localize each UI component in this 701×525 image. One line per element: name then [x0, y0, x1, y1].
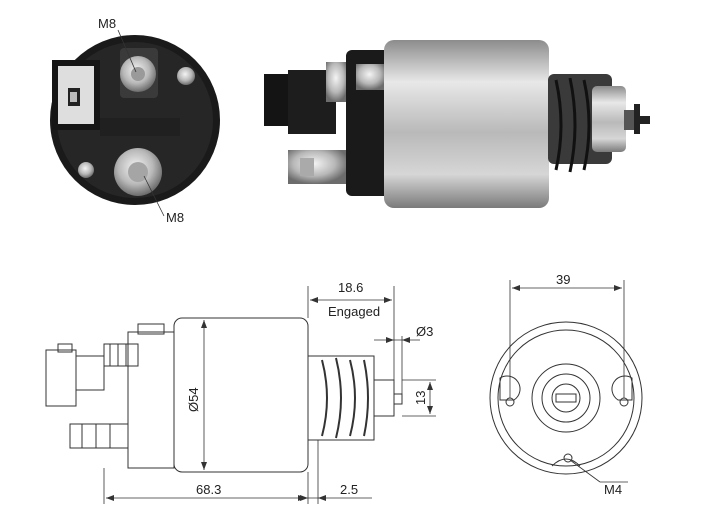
end-hole-right	[619, 397, 629, 407]
drawing-upper-stud	[103, 343, 139, 367]
plunger	[592, 86, 626, 152]
photo-rear-view: M8 M8	[50, 16, 220, 225]
label-flange: 2.5	[340, 482, 358, 497]
label-engaged: Engaged	[328, 304, 380, 319]
drawing-spring	[321, 357, 369, 439]
upper-stud-nut	[326, 62, 348, 102]
return-spring	[554, 77, 591, 173]
label-m8-top: M8	[98, 16, 116, 31]
leader-m8-bottom	[143, 175, 165, 217]
drawing-side-view	[45, 286, 436, 504]
lower-stud-nut	[288, 150, 346, 184]
leader-m8-top	[117, 29, 137, 73]
end-hole-left	[505, 397, 515, 407]
leader-m4	[569, 459, 601, 483]
label-bolt-spacing: 39	[556, 272, 570, 287]
drawing-end-view	[489, 280, 643, 483]
label-pin-length: 13	[413, 391, 428, 405]
label-overall-length: 68.3	[196, 482, 221, 497]
label-body-dia: Ø54	[186, 387, 201, 412]
drawing-cap	[127, 331, 175, 469]
drawing-lower-stud	[69, 423, 129, 449]
end-hole-m4	[563, 453, 573, 463]
end-outer-circle	[489, 321, 643, 475]
end-slot	[555, 393, 577, 403]
label-pin-dia: Ø3	[416, 324, 433, 339]
label-m8-bottom: M8	[166, 210, 184, 225]
solenoid-can	[384, 40, 549, 208]
label-thread-m4: M4	[604, 482, 622, 497]
drawing-connector	[45, 349, 77, 407]
drawing-plunger-tip	[373, 379, 395, 417]
photo-side-view	[264, 40, 650, 208]
label-stroke: 18.6	[338, 280, 363, 295]
